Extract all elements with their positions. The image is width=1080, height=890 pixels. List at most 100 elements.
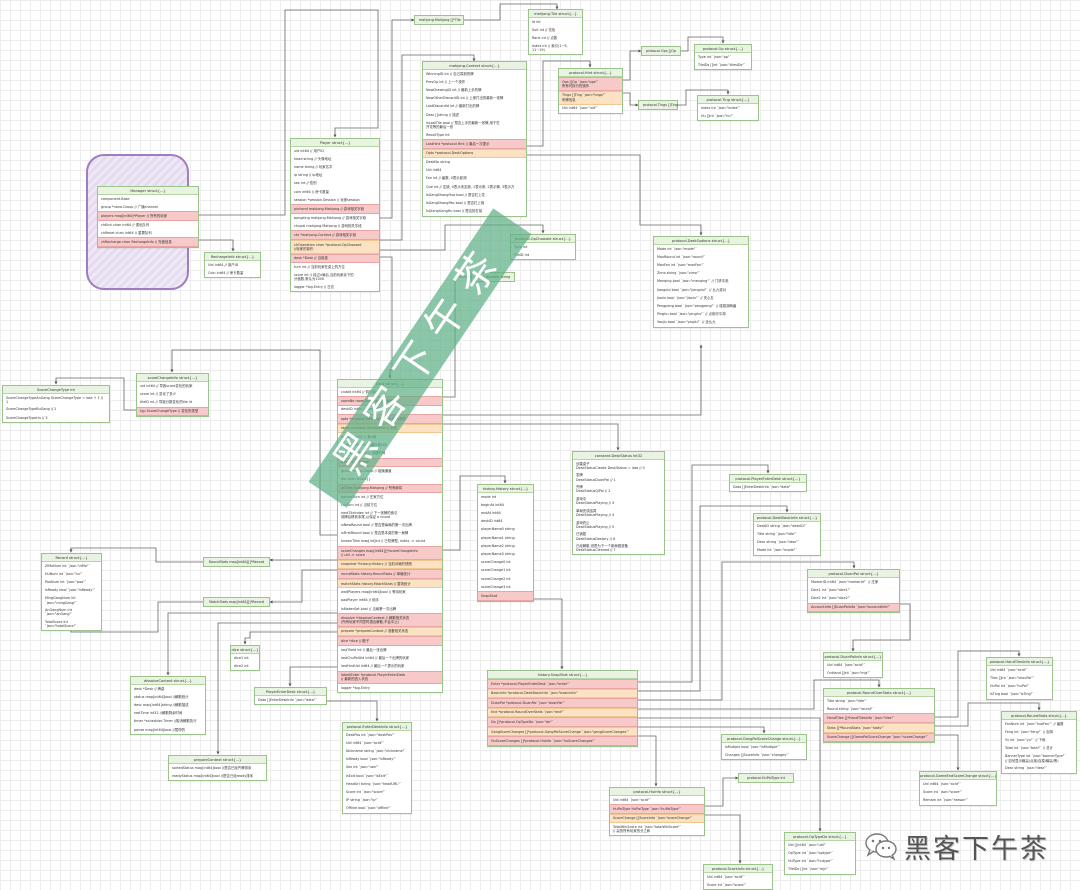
struct-field[interactable]: Nickname string `json:"nickname"` <box>346 749 406 754</box>
struct-box-protocol-op[interactable]: protocol.Op struct{...}Type int `json:"o… <box>694 44 752 71</box>
struct-field[interactable]: HuScoreChanges []*protocol.HuInfo `json:… <box>488 736 637 747</box>
struct-field[interactable]: endAt int64 <box>481 511 501 516</box>
struct-field[interactable]: component.Base <box>101 196 130 201</box>
struct-field[interactable]: tileID int // 导致分数变化的tile id <box>140 400 193 405</box>
struct-field[interactable]: chReset chan int64 // 重置队列 <box>101 230 152 235</box>
struct-field[interactable]: Pengpeng bool `json:"pengpeng"` // 碰碰胡两番 <box>657 304 737 308</box>
struct-field[interactable]: mode int <box>481 494 497 499</box>
struct-field[interactable]: PrevOp int // 上一个操作 <box>426 79 466 84</box>
struct-field[interactable]: Score int `json:"score"` <box>707 882 747 887</box>
struct-field[interactable]: ip string // ip地址 <box>294 173 323 178</box>
struct-field[interactable]: AccountInfo []DuanPaiInfo `json:"account… <box>808 602 899 613</box>
struct-field[interactable]: scoreChange3 int <box>481 584 511 589</box>
struct-field[interactable]: 已经解散,但是为下一个新局做准备 DeskStatusCleaned // 7 <box>576 544 628 553</box>
struct-field[interactable]: desk *Desk // 当前桌 <box>291 253 379 264</box>
struct-box-protocol-game-end-score-change[interactable]: protocol.GameEndScoreChange struct{...}U… <box>919 771 997 806</box>
struct-field[interactable]: Uid int64 // 用户ID <box>208 262 239 267</box>
struct-field[interactable]: turn int // 当前玩家在桌上的方位 <box>294 264 345 269</box>
struct-box-protocol-hand-tiles-info[interactable]: protocol.HandTilesInfo struct{...}Uid in… <box>986 657 1053 700</box>
struct-field[interactable]: Hu []int `json:"hu"` <box>701 113 734 118</box>
struct-field[interactable]: ScoreChangeTypeAnGang ScoreChangeType = … <box>6 395 105 404</box>
struct-field[interactable]: playerName0 string <box>481 527 515 532</box>
struct-field[interactable]: Uid int64 `json:"acId"` <box>707 874 746 879</box>
struct-field[interactable]: lastHintUid int64 // 最后一个提示的玩家 <box>341 664 405 668</box>
struct-field[interactable]: TotalScore int `json:"totalScore"` <box>45 620 77 629</box>
struct-field[interactable]: HuNum int `json:"hu"` <box>45 571 84 576</box>
struct-field[interactable]: matchStats history.MatchStats // 整场统计 <box>338 578 442 589</box>
struct-field[interactable]: Score int `json:"score"` <box>923 789 963 794</box>
struct-field[interactable]: scoreChanges map[int64][]*scoreChangeInf… <box>338 545 442 560</box>
struct-title[interactable]: protocol.GangPaiScoreChange struct{...} <box>722 735 806 743</box>
struct-field[interactable]: Uid int64 <box>426 168 442 173</box>
struct-field[interactable]: nextTileIndex int // 下一张牌的索引 胡牌后移到末尾,以保证… <box>341 511 398 520</box>
struct-title[interactable]: protocol.PlayerEnterDesk struct{...} <box>730 475 806 483</box>
struct-box-record[interactable]: Record struct{...}ZiMoNum int `json:"ziM… <box>41 553 102 632</box>
struct-field[interactable]: DeskPos int `json:"deskPos"` <box>346 732 396 737</box>
struct-field[interactable]: dissolve *dissolveContext // 解散相关状态 (所有玩… <box>338 613 442 627</box>
struct-field[interactable]: Opts *protocol.DeskOptions <box>423 148 526 159</box>
struct-field[interactable]: IsReady bool `json:"isReady"` <box>346 757 397 762</box>
struct-box-protocol-hint[interactable]: protocol.Hint struct{...}Ops []Op `json:… <box>558 68 623 114</box>
struct-title[interactable]: mahjong.Context struct{...} <box>423 62 526 70</box>
struct-field[interactable]: Index int `json:"index"` <box>701 105 741 110</box>
struct-field[interactable]: pinhand mahjong.Mahjong // 游戏相关字段 <box>291 204 379 214</box>
struct-box-protocol-enter-desk-info[interactable]: protocol.EnterDeskInfo struct{...}DeskPo… <box>342 722 412 814</box>
struct-field[interactable]: Score int `json:"score"` <box>346 790 386 794</box>
struct-box-protocol-optype-do[interactable]: protocol.OpTypeDo struct{...}Uid []int64… <box>784 832 856 875</box>
struct-title[interactable]: scoreChangeInfo struct{...} <box>137 374 208 382</box>
struct-field[interactable]: lastChuPaiUid int64 // 最后一个出牌的玩家 <box>341 655 410 660</box>
struct-field[interactable]: isFirstRound bool // 是否是本桌的第一局牌 <box>341 531 409 536</box>
struct-box-protocol-hu-info[interactable]: protocol.HuInfo struct{...}Uid int64 `js… <box>609 787 705 837</box>
struct-field[interactable]: WinningID int // 自己摸到的牌 <box>426 71 474 76</box>
struct-title[interactable]: mahjong.Tile struct{...} <box>529 10 582 18</box>
struct-field[interactable]: Desc string `json:"desc"` <box>1005 766 1048 771</box>
struct-field[interactable]: NewDrawingID int // 最新上手的牌 <box>426 88 482 93</box>
struct-field[interactable]: TileIDs []int `json:"mjs"` <box>788 867 830 872</box>
struct-title[interactable]: protocol.HandTilesInfo struct{...} <box>987 658 1052 666</box>
struct-field[interactable]: Id int <box>532 19 541 24</box>
struct-field[interactable]: dice2 int <box>234 663 249 668</box>
struct-field[interactable]: HuPaiType HuPaiType `json:"huPaiType"` <box>610 804 704 814</box>
struct-field[interactable]: IsGangShangHua bool // 是否杠上花 <box>426 192 485 197</box>
struct-title[interactable]: protocol.EnterDeskInfo struct{...} <box>343 723 411 731</box>
type-label-protocol-ops[interactable]: protocol.Ops []Op <box>641 46 681 56</box>
struct-field[interactable]: logger *log.Entry // 日志 <box>294 284 335 289</box>
struct-field[interactable]: Do []*protocol.OpTypeDo `json:"do"` <box>488 717 637 727</box>
struct-field[interactable]: HuType int `json:"hutype"` <box>788 859 834 864</box>
struct-field[interactable]: knownTiles map[int]int // 已知牌型, index ->… <box>341 539 426 544</box>
struct-field[interactable]: Yaojiu bool `json:"yaojiu"` // 全幺九 <box>657 320 716 325</box>
struct-box-protocol-ting[interactable]: protocol.Ting struct{...}Index int `json… <box>697 95 759 122</box>
struct-field[interactable]: sortedStatus map[int64]bool //是否已经齐牌排序 <box>172 765 252 770</box>
struct-field[interactable]: pongking mahjong.Mahjong // 游戏相关字段 <box>294 215 366 220</box>
struct-field[interactable]: IsMutiple bool `json:"isMultiple"` <box>725 744 781 749</box>
struct-field[interactable]: waitPlayers map[int64]bool // 等待玩家 <box>341 590 406 595</box>
struct-field[interactable]: dice1 int <box>234 655 249 660</box>
struct-field[interactable]: ZiMoNum int `json:"ziMo"` <box>45 563 91 568</box>
struct-field[interactable]: TileIDs []int `json:"tilesIDs"` <box>698 62 746 67</box>
struct-box-protocol-gang-pai-score-change[interactable]: protocol.GangPaiScoreChange struct{...}I… <box>721 734 807 761</box>
struct-title[interactable]: protocol.GameEndScoreChange struct{...} <box>920 772 996 780</box>
struct-field[interactable]: ctx *mahjong.Context // 游戏相关字段 <box>291 230 379 240</box>
struct-field[interactable]: Round string `json:"round"` <box>827 706 875 711</box>
struct-field[interactable]: PaoNum int `json:"pao"` <box>45 580 87 585</box>
struct-field[interactable]: NewOtherDiscardID int // 上家打出的最新一张牌 <box>426 96 504 101</box>
struct-box-protocol-round-stats[interactable]: protocol.RoundStats struct{...}FanNum in… <box>1001 711 1077 774</box>
struct-field[interactable]: restTime int32 //解散剩余时间 <box>134 711 183 716</box>
struct-field[interactable]: Desc []string // 描述 <box>426 112 460 117</box>
struct-field[interactable]: HandTiles []*HandTilesInfo `json:"tiles"… <box>824 713 934 723</box>
struct-box-dissolve-context[interactable]: dissolveContext struct{...}desk *Desk //… <box>130 676 206 736</box>
struct-field[interactable]: ScoreChangeTypeBuGang // 2 <box>6 407 57 412</box>
struct-field[interactable]: name string // 玩家名字 <box>294 165 333 170</box>
struct-field[interactable]: Rank int // 点数 <box>532 36 558 41</box>
type-label-match-stats[interactable]: MatchStats map[int64][]*Record <box>203 597 270 607</box>
struct-field[interactable]: roundStats history.RoundStats // 单局统计 <box>338 569 442 579</box>
struct-field[interactable]: Suit int // 花色 <box>532 27 556 32</box>
struct-box-recharge-info[interactable]: RechargeInfo struct{...}Uid int64 // 用户I… <box>204 252 261 279</box>
struct-field[interactable]: Jiaxin bool `json:"jiaxin"` // 夹心五 <box>657 295 714 300</box>
struct-title[interactable]: protocol.Hint struct{...} <box>559 69 622 77</box>
struct-title[interactable]: protocol.Ting struct{...} <box>698 96 758 104</box>
struct-field[interactable]: OnHand []int `json:"mjs"` <box>827 670 871 675</box>
struct-title[interactable]: protocol.DuanPai struct{...} <box>808 570 899 578</box>
